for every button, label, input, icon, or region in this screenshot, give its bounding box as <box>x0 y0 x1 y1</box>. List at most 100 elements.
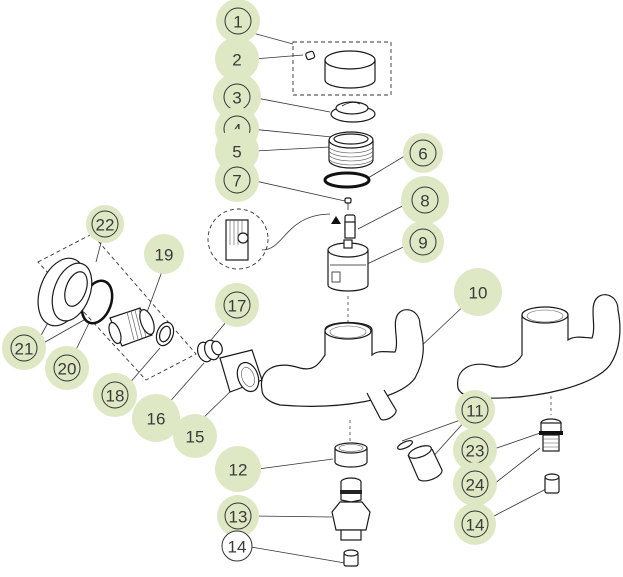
leader-21b <box>37 319 85 347</box>
detail-view-circle <box>207 208 269 270</box>
callout-badge <box>454 268 502 316</box>
callout-6[interactable]: 6 <box>403 133 443 173</box>
callout-badge <box>222 531 252 561</box>
callout-17[interactable]: 17 <box>215 283 259 327</box>
callout-3[interactable]: 3 <box>213 73 261 121</box>
callout-badge <box>93 373 137 417</box>
part-small-screw[interactable] <box>344 197 352 210</box>
callout-badge <box>453 428 497 472</box>
callout-1[interactable]: 1 <box>216 0 260 43</box>
callout-badge <box>215 158 259 202</box>
callout-24[interactable]: 24 <box>453 462 497 506</box>
leader-11b <box>429 419 467 461</box>
callout-number: 8 <box>420 192 429 211</box>
leader-6 <box>367 153 409 179</box>
callout-ring <box>461 396 489 424</box>
callout-2[interactable]: 2 <box>215 37 259 81</box>
callout-19[interactable]: 19 <box>144 234 184 274</box>
part-wall-flange[interactable] <box>29 252 99 333</box>
part-cartridge[interactable] <box>327 239 369 292</box>
callout-badge <box>45 346 89 390</box>
kit-box-1 <box>292 41 392 96</box>
callout-18[interactable]: 18 <box>93 373 137 417</box>
callout-ring <box>461 470 489 498</box>
callout-15[interactable]: 15 <box>173 414 217 458</box>
part-cover-ring[interactable] <box>330 101 376 123</box>
callout-9[interactable]: 9 <box>402 221 444 263</box>
part-eccentric-connector[interactable] <box>107 307 158 347</box>
part-grub-screw[interactable] <box>305 50 316 61</box>
callout-badge <box>173 414 217 458</box>
callout-ring <box>10 334 38 362</box>
callout-badge <box>454 503 496 545</box>
part-hex-nut[interactable] <box>334 442 368 468</box>
kit-box-22 <box>37 233 197 381</box>
leader-5 <box>254 146 331 152</box>
callout-ring <box>409 228 437 256</box>
callout-14a[interactable]: 14 <box>221 530 253 562</box>
part-o-ring-large[interactable] <box>323 171 371 189</box>
part-mixer-body-alt[interactable] <box>457 294 621 399</box>
direction-arrow-icon <box>331 216 341 224</box>
leader-11a <box>401 417 467 442</box>
callout-number: 24 <box>466 476 485 495</box>
part-check-valve[interactable] <box>195 338 224 364</box>
callout-badge <box>215 446 261 492</box>
callout-10[interactable]: 10 <box>454 268 502 316</box>
part-hex-union[interactable] <box>219 349 263 395</box>
callout-number: 13 <box>229 508 248 527</box>
callout-number: 11 <box>466 402 484 421</box>
callout-14b[interactable]: 14 <box>454 503 496 545</box>
callout-badge <box>216 0 260 43</box>
part-mixer-body[interactable] <box>260 309 424 421</box>
part-spline-adapter[interactable] <box>331 214 356 239</box>
callout-number: 1 <box>233 13 242 32</box>
part-handle-cap[interactable] <box>324 50 376 89</box>
leader-15 <box>199 388 234 422</box>
part-shower-connector[interactable] <box>331 477 371 541</box>
part-aerator[interactable] <box>396 439 443 482</box>
callout-number: 21 <box>15 340 34 359</box>
callout-21[interactable]: 21 <box>2 326 46 370</box>
callout-number: 22 <box>96 216 115 235</box>
callout-ring <box>221 530 253 562</box>
part-collar-nut[interactable] <box>328 131 374 169</box>
callout-20[interactable]: 20 <box>45 346 89 390</box>
callout-ring <box>223 166 251 194</box>
callout-12[interactable]: 12 <box>215 446 261 492</box>
leader-4 <box>250 128 333 138</box>
callout-number: 14 <box>466 516 485 535</box>
callout-7[interactable]: 7 <box>215 158 259 202</box>
callout-ring <box>224 502 252 530</box>
callout-22[interactable]: 22 <box>86 205 124 243</box>
leader-2 <box>253 54 304 60</box>
leader-12 <box>257 458 334 470</box>
callout-badge <box>402 221 444 263</box>
callout-8[interactable]: 8 <box>401 176 449 224</box>
part-diverter[interactable] <box>539 418 563 452</box>
part-bottom-insert[interactable] <box>343 549 359 567</box>
callout-badge <box>215 283 259 327</box>
callout-badge <box>215 37 259 81</box>
callout-number: 19 <box>155 246 174 265</box>
callout-ring <box>91 210 119 238</box>
leader-14a <box>250 546 346 564</box>
callout-badges: 1234567891011121314141516171819202122232… <box>2 0 502 562</box>
callout-11[interactable]: 11 <box>455 390 495 430</box>
callout-ring <box>223 291 251 319</box>
callout-ring <box>101 381 129 409</box>
part-flat-washer[interactable] <box>153 320 176 348</box>
callout-badge <box>455 390 495 430</box>
callout-16[interactable]: 16 <box>132 394 180 442</box>
part-bottom-insert-alt[interactable] <box>544 473 560 494</box>
leader-7 <box>250 179 346 202</box>
callout-13[interactable]: 13 <box>217 495 259 537</box>
callout-ring <box>53 354 81 382</box>
leader-24 <box>493 447 541 485</box>
callout-badge <box>401 176 449 224</box>
callout-badge <box>132 394 180 442</box>
callout-ring <box>461 510 489 538</box>
callout-23[interactable]: 23 <box>453 428 497 472</box>
callout-number: 7 <box>232 172 241 191</box>
callout-badge <box>403 133 443 173</box>
